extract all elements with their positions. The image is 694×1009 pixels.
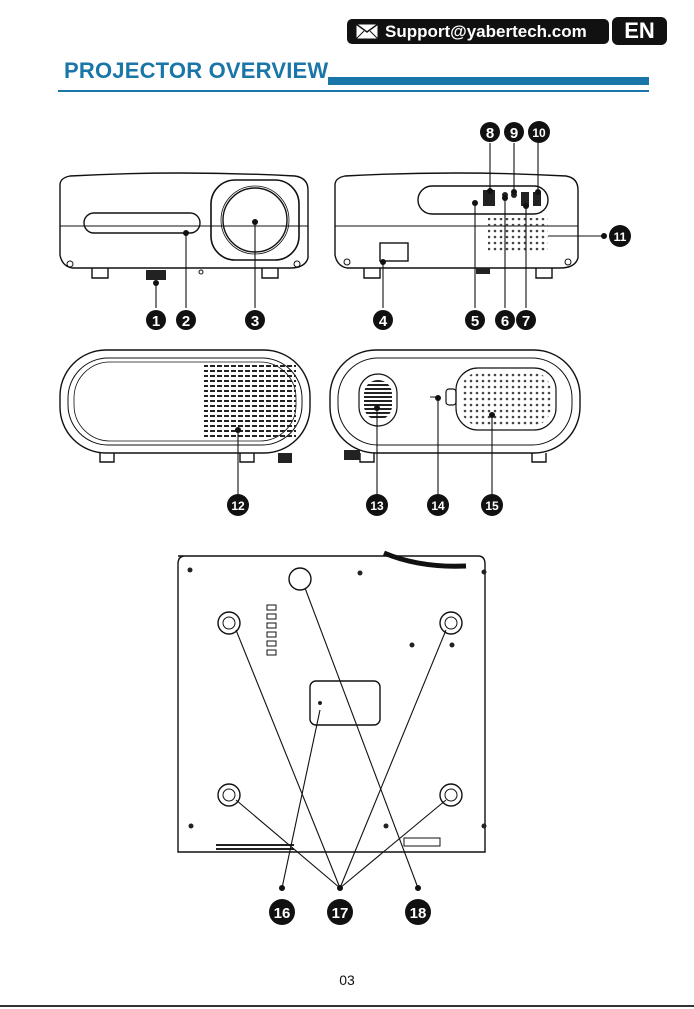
bottom-rule: [0, 1005, 694, 1007]
callout-6: 6: [495, 310, 515, 330]
front-view: [60, 173, 308, 280]
callout-16: 16: [269, 899, 295, 925]
callout-3: 3: [245, 310, 265, 330]
callout-label: 2: [182, 313, 190, 330]
side-view: [60, 350, 310, 463]
page-number: 03: [0, 972, 694, 988]
callout-label: 10: [532, 126, 546, 140]
back-view: [335, 173, 578, 278]
callout-12: 12: [227, 494, 249, 516]
callout-label: 16: [274, 905, 291, 922]
callout-10: 10: [528, 121, 550, 143]
callout-1: 1: [146, 310, 166, 330]
bottom-view: [178, 553, 487, 852]
callout-17: 17: [327, 899, 353, 925]
callout-label: 13: [370, 499, 384, 513]
callout-9: 9: [504, 122, 524, 142]
callout-15: 15: [481, 494, 503, 516]
callout-label: 9: [510, 125, 518, 142]
callout-label: 14: [431, 499, 445, 513]
callout-label: 12: [231, 499, 245, 513]
callout-2: 2: [176, 310, 196, 330]
callout-label: 7: [522, 313, 530, 330]
callout-13: 13: [366, 494, 388, 516]
callout-label: 11: [614, 230, 627, 244]
callout-8: 8: [480, 122, 500, 142]
callout-label: 6: [501, 313, 509, 330]
callout-label: 17: [332, 905, 349, 922]
leader-dots: [153, 188, 607, 891]
callout-label: 8: [486, 125, 494, 142]
callout-label: 3: [251, 313, 259, 330]
callout-7: 7: [516, 310, 536, 330]
callout-11: 11: [609, 225, 631, 247]
callout-label: 1: [152, 313, 160, 330]
callout-label: 18: [410, 905, 427, 922]
callout-label: 5: [471, 313, 479, 330]
callout-5: 5: [465, 310, 485, 330]
callout-18: 18: [405, 899, 431, 925]
callout-label: 15: [485, 499, 499, 513]
callout-label: 4: [379, 313, 388, 330]
callout-14: 14: [427, 494, 449, 516]
callout-4: 4: [373, 310, 393, 330]
top-view: [330, 350, 580, 462]
